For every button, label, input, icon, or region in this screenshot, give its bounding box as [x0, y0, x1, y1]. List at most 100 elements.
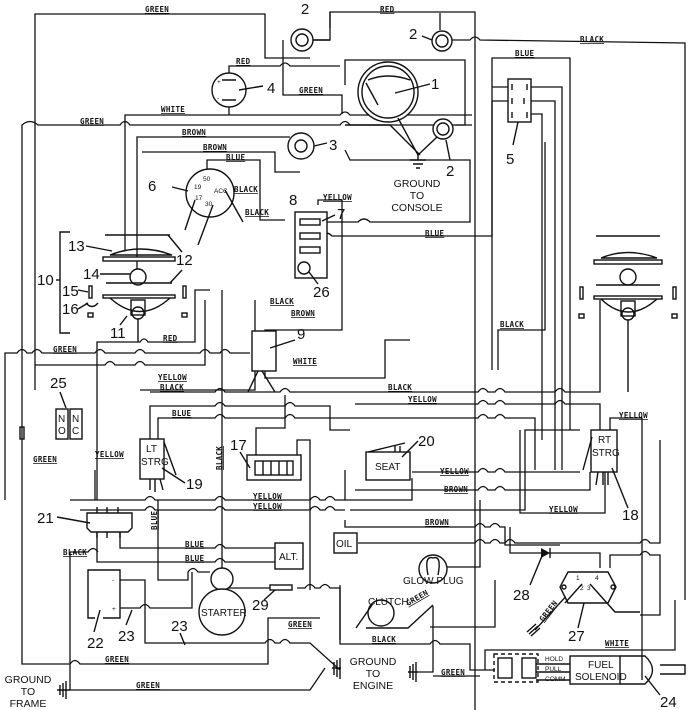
label-2: 2 — [301, 1, 309, 18]
wire-yellow-black — [35, 300, 256, 391]
wire-clutch-line — [430, 580, 496, 628]
wire-black-bottom — [339, 585, 495, 671]
wire-label-black: BLACK — [245, 208, 269, 217]
ground-label-3: FRAME — [10, 698, 47, 710]
fusible-link-29: 29 — [252, 584, 293, 614]
indicator-lamp-2a: 2 — [290, 1, 330, 52]
wire-label-green: GREEN — [299, 86, 323, 95]
label-5: 5 — [506, 151, 514, 168]
relay27-terminal-1: 1 — [576, 575, 580, 582]
wire-yellow-double — [70, 470, 345, 501]
wire-battery-neg — [120, 579, 341, 671]
wire-green-frame — [21, 500, 320, 665]
wire-label-blue: BLUE — [172, 409, 191, 418]
label-1: 1 — [431, 76, 439, 93]
wire-label-yellow: YELLOW — [549, 505, 578, 514]
glow-relay-9: 9 — [247, 326, 305, 393]
label-15: 15 — [62, 283, 79, 300]
wire-switch5-left — [491, 86, 508, 370]
label-28: 28 — [513, 587, 530, 604]
wire-yellow-18 — [519, 430, 606, 514]
wire-green-mid — [282, 40, 343, 114]
label-6: 6 — [148, 178, 156, 195]
rt-strg-line2: STRG — [592, 448, 620, 459]
alternator: ALT. — [274, 542, 304, 570]
solenoid-label: SOLENOID — [575, 672, 627, 683]
wire-label-green: GREEN — [33, 455, 57, 464]
wire-label-black: BLACK — [234, 185, 258, 194]
ground-label-2: TO — [410, 190, 424, 202]
wire-27-ground — [534, 591, 571, 631]
wire-battery-pos — [120, 572, 193, 609]
label-3: 3 — [329, 137, 337, 154]
wire-white — [124, 104, 472, 250]
relay-27: 1 2 3 4 27 — [526, 571, 640, 645]
starter-label: STARTER — [201, 608, 247, 619]
ground-label-2: TO — [21, 686, 35, 698]
wire-label-green: GREEN — [441, 668, 465, 677]
battery-22: - + 22 23 23 — [87, 569, 188, 652]
wires — [4, 11, 686, 710]
label-18: 18 — [622, 507, 639, 524]
switch-no-top: N — [58, 414, 65, 425]
relay27-terminal-4: 4 — [595, 575, 599, 582]
wire-white-fuel — [484, 600, 676, 670]
wire-blue-alt2 — [96, 530, 275, 563]
wire-label-yellow: YELLOW — [619, 411, 648, 420]
wire-label-blue: BLUE — [515, 49, 534, 58]
rt-strg-line1: RT — [598, 435, 611, 446]
headlight-assembly-left: 10 13 12 14 11 15 16 — [37, 231, 193, 342]
fuel-solenoid-24: HOLD PULL COMM FUEL SOLENOID 24 — [493, 653, 686, 710]
label-2: 2 — [446, 163, 454, 180]
diode-28: 28 — [513, 548, 551, 604]
label-11: 11 — [110, 325, 126, 342]
pto-clutch: CLUTCH — [355, 597, 434, 629]
wire-label-black: BLACK — [388, 383, 412, 392]
wire-diode — [509, 527, 601, 568]
wire-label-black: BLACK — [580, 35, 604, 44]
switch-no-bot: O — [58, 426, 66, 437]
label-17: 17 — [230, 437, 247, 454]
terminal-30: 30 — [205, 201, 213, 208]
headlight-assembly-right — [578, 235, 678, 392]
clutch-label: CLUTCH — [368, 597, 409, 608]
relay27-terminal-3: 3 — [587, 585, 591, 592]
terminal-50: 50 — [203, 176, 211, 183]
wire-blue-alt — [119, 530, 275, 549]
wire-label-blue: BLUE — [425, 229, 444, 238]
wire-label-green: GREEN — [145, 5, 169, 14]
wire-green-top — [34, 13, 310, 390]
label-29: 29 — [252, 597, 269, 614]
glow-plug: GLOW PLUG — [403, 554, 464, 587]
oil-pressure-switch: OIL — [333, 532, 358, 554]
wire-green-engine — [418, 606, 480, 677]
wire-black-top — [452, 36, 686, 600]
wire-label-black: BLACK — [500, 320, 524, 329]
label-12: 12 — [176, 252, 193, 269]
wire-glow — [445, 500, 481, 568]
wire-seat-brown — [355, 472, 591, 491]
wire-black-main — [150, 300, 601, 393]
wire-label-green: GREEN — [136, 681, 160, 690]
label-23: 23 — [118, 628, 135, 645]
switch-25: N O N C 25 — [19, 375, 83, 440]
wire-seat-lower — [344, 429, 580, 511]
wire-label-red: RED — [380, 5, 395, 14]
ground-label-2: TO — [366, 668, 380, 680]
label-20: 20 — [418, 433, 435, 450]
wire-label-green: GREEN — [80, 117, 104, 126]
relay27-terminal-2: 2 — [580, 585, 584, 592]
wire-label-yellow: YELLOW — [253, 492, 282, 501]
wire-label-yellow: YELLOW — [95, 450, 124, 459]
wire-green-lower — [4, 348, 250, 500]
switch-nc-bot: C — [72, 426, 79, 437]
wire-brown-lamp3 — [136, 136, 300, 280]
wire-label-yellow: YELLOW — [323, 193, 352, 202]
wire-label-yellow: YELLOW — [158, 373, 187, 382]
wire-brown-bottom — [344, 520, 560, 546]
wire-label-brown: BROWN — [425, 518, 449, 527]
label-4: 4 — [267, 80, 275, 97]
glow-plug-label: GLOW PLUG — [403, 576, 464, 587]
wire-label-blue-vertical: BLUE — [150, 511, 159, 530]
indicator-lamp-2b: 2 — [409, 26, 453, 52]
